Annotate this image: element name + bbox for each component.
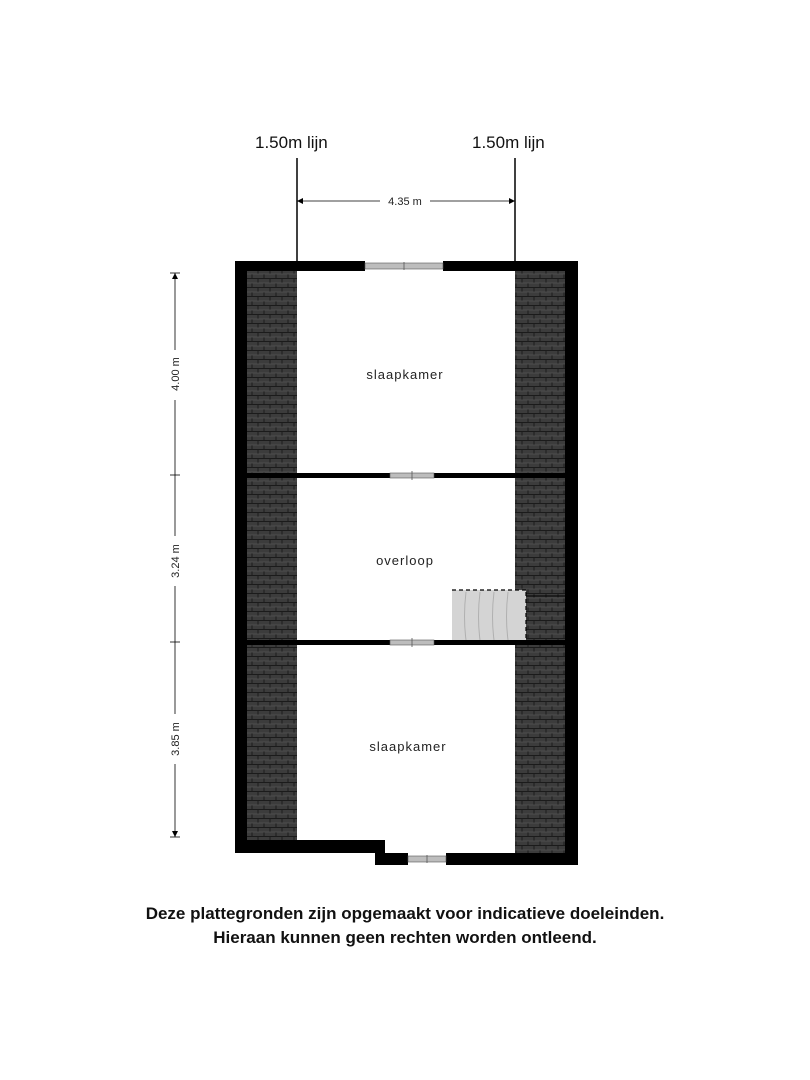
room2-depth-label: 3.24 m <box>170 544 182 578</box>
width-dimension-label: 4.35 m <box>388 196 422 208</box>
disclaimer-line-2: Hieraan kunnen geen rechten worden ontle… <box>213 928 597 947</box>
height-line-left-label: 1.50m lijn <box>255 133 328 152</box>
walls <box>235 261 578 865</box>
height-line-right-label: 1.50m lijn <box>472 133 545 152</box>
height-lines: 1.50m lijn 1.50m lijn <box>255 133 545 263</box>
width-dimension: 4.35 m <box>297 193 515 208</box>
room-label-bedroom-bottom: slaapkamer <box>369 739 446 754</box>
window-icon <box>364 262 447 863</box>
disclaimer-line-1: Deze plattegronden zijn opgemaakt voor i… <box>145 904 665 923</box>
roof-slope-left <box>247 271 297 853</box>
roof-tile-pattern <box>247 271 565 853</box>
roof-slope-right <box>515 271 565 853</box>
room1-depth-label: 4.00 m <box>170 357 182 391</box>
depth-dimensions: 4.00 m 3.24 m 3.85 m <box>168 272 182 838</box>
staircase-icon <box>452 589 565 642</box>
room3-depth-label: 3.85 m <box>170 722 182 756</box>
room-label-landing: overloop <box>376 553 434 568</box>
room-label-bedroom-top: slaapkamer <box>366 367 443 382</box>
